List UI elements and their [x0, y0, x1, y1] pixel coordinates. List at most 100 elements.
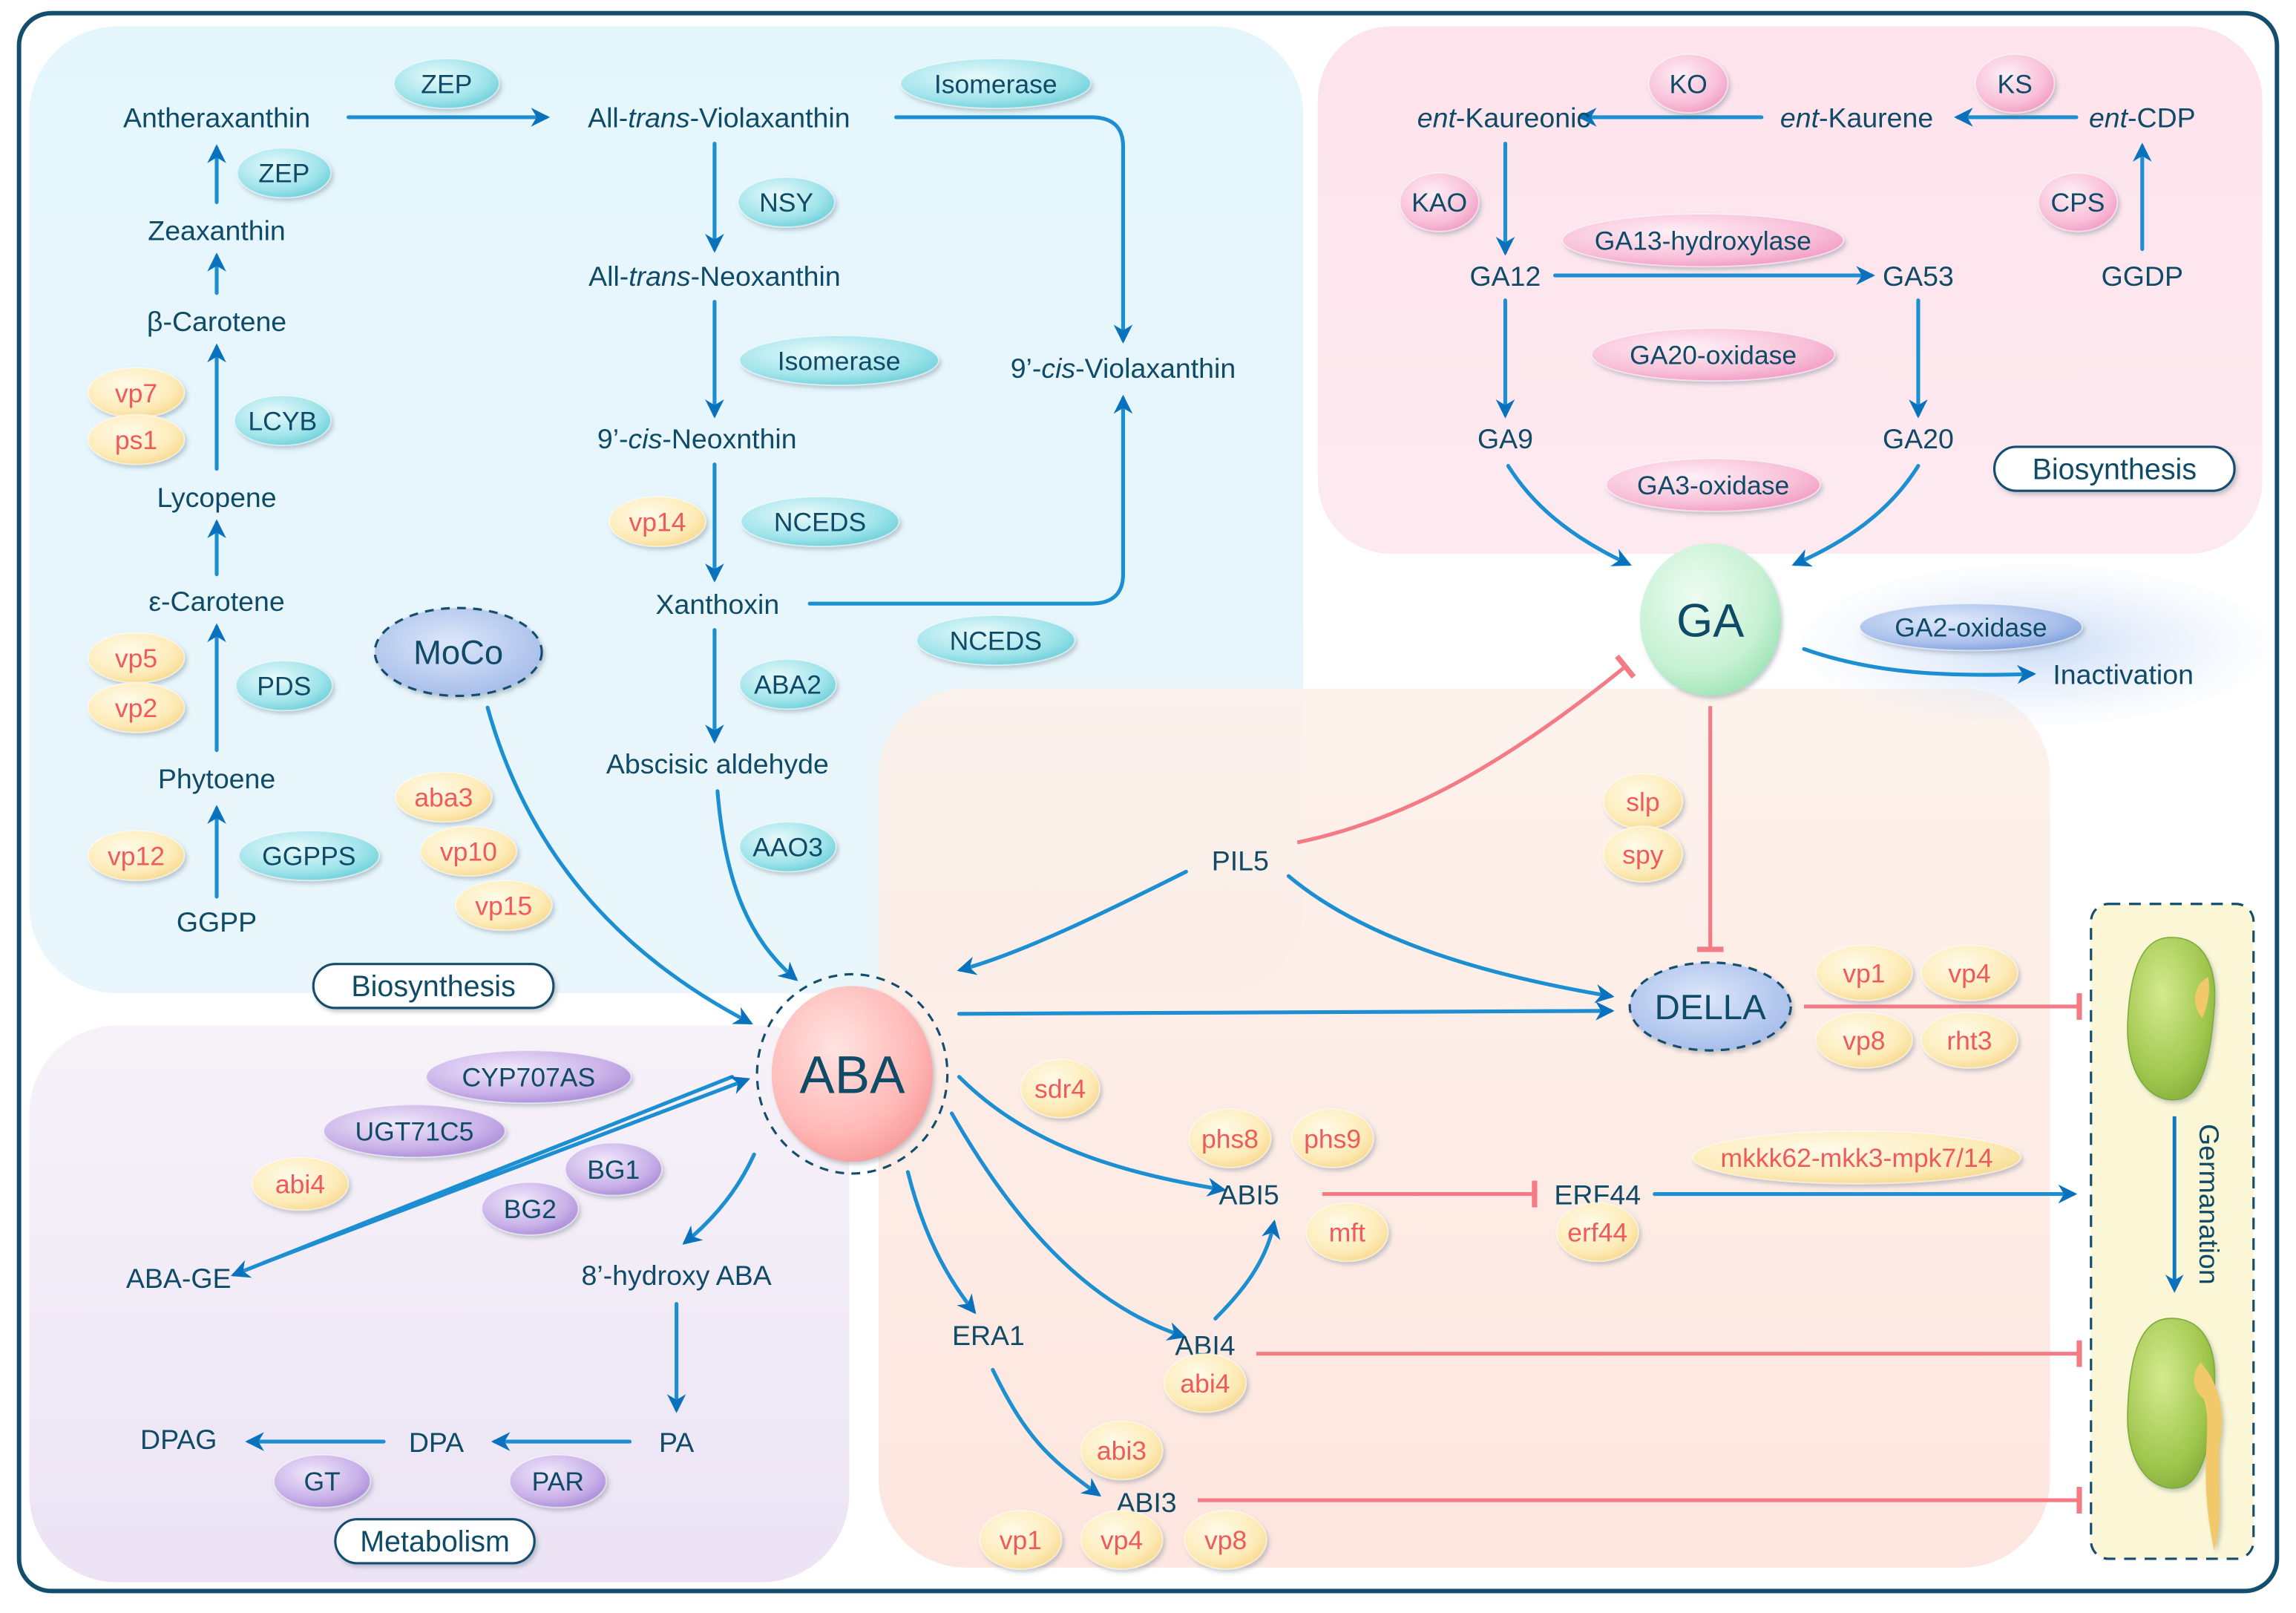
enzyme-aao3-label: AAO3 — [752, 833, 823, 863]
mutant-mft: mft — [1305, 1202, 1389, 1263]
dormant-seed-icon — [2127, 937, 2216, 1101]
enzyme-lcyb: LCYB — [233, 394, 332, 446]
edge-ga-inactivation — [1802, 647, 2036, 684]
compound-abscisic-aldehyde: Abscisic aldehyde — [606, 748, 829, 779]
mutant-vp14: vp14 — [608, 496, 707, 548]
compound-antheraxanthin: Antheraxanthin — [123, 102, 310, 134]
edge-abi4-abi5 — [1213, 1219, 1281, 1321]
mutant-vp1-della-label: vp1 — [1843, 958, 1885, 988]
enzyme-zep-2-label: ZEP — [258, 159, 309, 189]
enzyme-bg1-label: BG1 — [587, 1155, 640, 1185]
mutant-vp4-della-label: vp4 — [1948, 958, 1990, 988]
mutant-slp: slp — [1602, 773, 1684, 831]
mutant-phs9: phs9 — [1290, 1108, 1374, 1168]
enzyme-gt: GT — [273, 1453, 372, 1508]
enzyme-nceds-2-label: NCEDS — [950, 626, 1042, 655]
compound-all-trans-neoxanthin: All-trans-Neoxanthin — [588, 261, 841, 292]
mutant-vp1-abi3: vp1 — [979, 1509, 1063, 1570]
node-era1: ERA1 — [952, 1320, 1025, 1351]
mutant-erf44-label: erf44 — [1567, 1218, 1627, 1248]
mutant-mkkk62-mkk3-mpk7-14: mkkk62-mkk3-mpk7/14 — [1692, 1130, 2022, 1185]
edge-ga9-ga — [1506, 464, 1632, 566]
mutant-vp5-label: vp5 — [115, 644, 157, 673]
mutant-vp12: vp12 — [87, 830, 186, 882]
enzyme-par-label: PAR — [532, 1467, 584, 1496]
svg-text:Biosynthesis: Biosynthesis — [2033, 453, 2197, 485]
region-ga-biosynthesis — [1317, 26, 2263, 554]
compound-b-carotene: β-Carotene — [147, 306, 286, 337]
mutant-phs8-label: phs8 — [1201, 1124, 1259, 1154]
enzyme-ks-label: KS — [1997, 69, 2032, 99]
mutant-vp7: vp7 — [87, 367, 186, 419]
mutant-vp4-abi3-label: vp4 — [1101, 1525, 1143, 1555]
compound-ga12: GA12 — [1470, 261, 1541, 292]
svg-text:Biosynthesis: Biosynthesis — [351, 970, 515, 1003]
mutant-abi4: abi4 — [1163, 1352, 1247, 1413]
enzyme-kao-label: KAO — [1411, 188, 1467, 217]
enzyme-pds-label: PDS — [257, 671, 311, 701]
enzyme-ko-label: KO — [1669, 69, 1707, 99]
enzyme-bg1: BG1 — [564, 1142, 663, 1197]
compound-aba-ge: ABA-GE — [126, 1263, 232, 1294]
compound-8-hydroxy-aba: 8’-hydroxy ABA — [582, 1260, 772, 1291]
enzyme-bg2: BG2 — [481, 1181, 580, 1236]
mutant-abi4-metabolism-label: abi4 — [275, 1170, 325, 1200]
edge-xanthoxin-cisviolaxanthin — [807, 394, 1133, 606]
enzyme-isomerase-mid: Isomerase — [738, 334, 939, 387]
enzyme-aba2-label: ABA2 — [754, 670, 821, 700]
mutant-ps1-label: ps1 — [115, 425, 157, 455]
compound-lycopene: Lycopene — [157, 482, 276, 513]
mutant-vp4-della: vp4 — [1920, 944, 2019, 1001]
mutant-vp1-della: vp1 — [1814, 944, 1914, 1001]
mutant-sdr4: sdr4 — [1020, 1058, 1101, 1119]
mutant-vp8-abi3: vp8 — [1184, 1509, 1267, 1570]
compound-ga20: GA20 — [1883, 423, 1954, 454]
mutant-phs8: phs8 — [1188, 1108, 1272, 1168]
mutant-vp8-della-label: vp8 — [1843, 1026, 1885, 1056]
enzyme-zep-1-label: ZEP — [421, 69, 472, 99]
mutant-mft-label: mft — [1329, 1218, 1365, 1248]
mutant-vp2: vp2 — [87, 681, 186, 733]
mutant-abi3-label: abi3 — [1097, 1436, 1147, 1466]
mutant-abi4-metabolism: abi4 — [251, 1156, 350, 1211]
edge-aba-abi4 — [950, 1111, 1187, 1341]
enzyme-ga20-oxidase: GA20-oxidase — [1590, 327, 1836, 382]
cofactor-moco: MoCo — [373, 606, 543, 698]
figure-frame — [16, 10, 2280, 1594]
enzyme-ks: KS — [1974, 53, 2056, 114]
cofactor-moco-label: MoCo — [413, 634, 503, 672]
mutant-spy-label: spy — [1622, 840, 1664, 869]
compound-ga53: GA53 — [1883, 261, 1954, 292]
compound-cis-violaxanthin: 9’-cis-Violaxanthin — [1011, 353, 1236, 384]
enzyme-ga20-oxidase-label: GA20-oxidase — [1630, 340, 1797, 370]
hub-della-label: DELLA — [1655, 988, 1766, 1027]
mutant-aba3-label: aba3 — [414, 782, 473, 812]
enzyme-cyp707as-label: CYP707AS — [462, 1062, 596, 1092]
label-ga-biosynthesis: Biosynthesis — [1992, 445, 2236, 492]
mutant-aba3: aba3 — [394, 771, 493, 823]
enzyme-nceds-2: NCEDS — [916, 614, 1076, 667]
edge-abage-aba — [261, 1076, 751, 1265]
edge-pil5-aba — [957, 869, 1188, 975]
edge-ga20-ga — [1791, 464, 1921, 567]
mutant-vp14-label: vp14 — [629, 507, 686, 537]
compound-ggpp: GGPP — [177, 906, 257, 938]
compound-ggdp: GGDP — [2102, 261, 2183, 292]
background-regions — [20, 20, 2276, 1591]
mutant-vp10: vp10 — [419, 825, 518, 877]
enzyme-par: PAR — [508, 1453, 607, 1508]
enzyme-ga13-hydroxylase: GA13-hydroxylase — [1561, 213, 1845, 268]
enzyme-ko: KO — [1647, 53, 1729, 114]
enzyme-isomerase-top: Isomerase — [899, 57, 1092, 110]
mutant-slp-label: slp — [1626, 787, 1659, 817]
enzyme-nsy: NSY — [737, 176, 836, 228]
compound-ent-cdp: ent-CDP — [2089, 102, 2196, 134]
compound-ent-kaurene: ent-Kaurene — [1780, 102, 1933, 134]
edge-abscisicaldehyde-aba — [715, 789, 798, 981]
mutant-ps1: ps1 — [87, 413, 186, 465]
compound-ent-kaureonic: ent-Kaureonic — [1417, 102, 1590, 134]
enzyme-ggpps: GGPPS — [237, 830, 381, 882]
mutant-rht3-label: rht3 — [1946, 1026, 1992, 1056]
pathway-nodes: GGPPPhytoeneε-CaroteneLycopeneβ-Carotene… — [87, 53, 2236, 1570]
mutant-vp1-abi3-label: vp1 — [1000, 1525, 1042, 1555]
